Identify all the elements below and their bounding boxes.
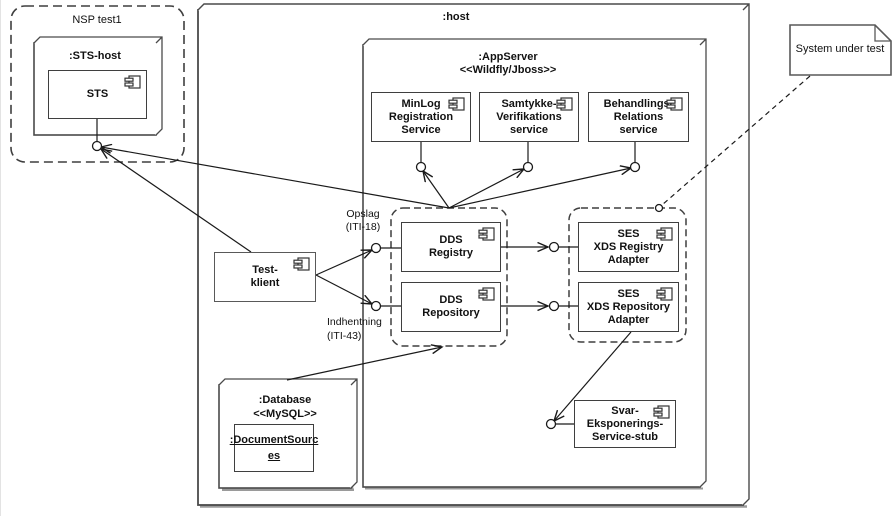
component-icon <box>478 227 495 241</box>
appserver-title: :AppServer <<Wildfly/Jboss>> <box>428 51 588 77</box>
component-label: SES <box>617 287 640 300</box>
component-label: Samtykke- <box>501 97 557 110</box>
component-svar-eksponerings-service-stub: Svar- Eksponerings- Service-stub <box>574 400 676 448</box>
edge-dds-to-sts <box>101 147 450 209</box>
component-icon <box>448 97 465 111</box>
component-minlog: MinLog Registration Service <box>371 92 471 142</box>
component-label: XDS Repository <box>586 300 671 313</box>
component-label: Adapter <box>607 313 650 326</box>
group-ses <box>568 207 687 343</box>
edge-testklient-to-registry <box>315 250 372 276</box>
component-icon <box>124 75 141 89</box>
component-behandlings: Behandlings- Relations service <box>588 92 689 142</box>
component-label: service <box>619 123 658 136</box>
indhentning-line1: Indhentning <box>327 316 382 328</box>
edge-database-to-dds <box>286 347 442 381</box>
edge-label-opslag: Opslag (ITI-18) <box>332 208 394 234</box>
component-test-klient: Test- klient <box>214 252 316 302</box>
component-icon <box>656 287 673 301</box>
ball-registry-right <box>548 241 560 253</box>
nsp-group-label: NSP test1 <box>72 14 122 26</box>
component-icon <box>656 227 673 241</box>
component-icon <box>478 287 495 301</box>
artifact-label: :DocumentSourc <box>229 434 319 446</box>
host-title: :host <box>442 11 470 23</box>
component-label: service <box>510 123 548 136</box>
edge-testklient-to-sts <box>101 149 252 253</box>
opslag-line2: (ITI-18) <box>345 221 381 233</box>
component-label: SES <box>617 227 640 240</box>
edge-dds-to-samtykke <box>448 169 524 209</box>
edge-dds-to-behandlings <box>448 168 631 209</box>
component-samtykke: Samtykke- Verifikations service <box>479 92 579 142</box>
connectors <box>96 75 811 425</box>
component-label: STS <box>86 88 109 100</box>
component-dds-repository: DDS Repository <box>401 282 501 332</box>
component-ses-xds-registry-adapter: SES XDS Registry Adapter <box>578 222 679 272</box>
database-stereotype: <<MySQL>> <box>253 408 317 420</box>
component-label: Verifikations <box>496 110 562 123</box>
edge-dds-to-minlog <box>423 171 450 209</box>
component-icon <box>666 97 683 111</box>
component-label: Eksponerings- <box>586 417 664 430</box>
component-sts: STS <box>48 70 147 119</box>
artifact-label: es <box>267 450 281 462</box>
group-nsp-test1 <box>10 5 185 163</box>
component-label: DDS <box>439 234 463 246</box>
component-label: Registration <box>388 110 454 123</box>
ball-registry-left <box>370 242 382 254</box>
appserver-stereotype: <<Wildfly/Jboss>> <box>459 64 557 76</box>
ball-sts <box>91 140 103 152</box>
component-label: XDS Registry <box>593 240 664 253</box>
ball-samtykke <box>522 161 534 173</box>
edge-sesrepository-to-svar <box>554 331 632 421</box>
ball-minlog <box>415 161 427 173</box>
database-name: :Database <box>258 394 312 406</box>
appserver-name: :AppServer <box>478 51 538 63</box>
note-system-under-test <box>789 24 892 76</box>
component-label: Relations <box>613 110 664 123</box>
ball-ses-top <box>654 203 664 213</box>
component-label: Service <box>401 123 441 136</box>
note-label: System under test <box>795 43 885 55</box>
edge-testklient-to-repository <box>315 274 372 304</box>
component-label: Adapter <box>607 253 650 266</box>
component-label: Behandlings- <box>603 97 674 110</box>
component-label: Test- <box>252 264 278 276</box>
component-label: klient <box>250 277 280 289</box>
sts-host-title: :STS-host <box>69 50 121 62</box>
component-label: MinLog <box>401 97 441 110</box>
ball-behandlings <box>629 161 641 173</box>
edge-label-indhentning: Indhentning (ITI-43) <box>327 315 399 343</box>
component-ses-xds-repository-adapter: SES XDS Repository Adapter <box>578 282 679 332</box>
indhentning-line2: (ITI-43) <box>327 330 362 342</box>
component-icon <box>293 257 310 271</box>
opslag-line1: Opslag <box>346 208 380 220</box>
component-label: Repository <box>422 307 480 319</box>
artifact-document-sources: :DocumentSourc es <box>230 424 318 472</box>
interface-balls <box>91 140 664 430</box>
component-label: Svar- <box>611 404 639 417</box>
ball-svar <box>545 418 557 430</box>
ball-repository-right <box>548 300 560 312</box>
component-dds-registry: DDS Registry <box>401 222 501 272</box>
component-label: Service-stub <box>591 430 659 443</box>
component-icon <box>556 97 573 111</box>
component-icon <box>653 405 670 419</box>
database-title: :Database <<MySQL>> <box>225 393 345 421</box>
component-label: Registry <box>428 247 474 259</box>
component-label: DDS <box>439 294 463 306</box>
edge-note-to-ses <box>661 75 811 206</box>
ball-repository-left <box>370 300 382 312</box>
